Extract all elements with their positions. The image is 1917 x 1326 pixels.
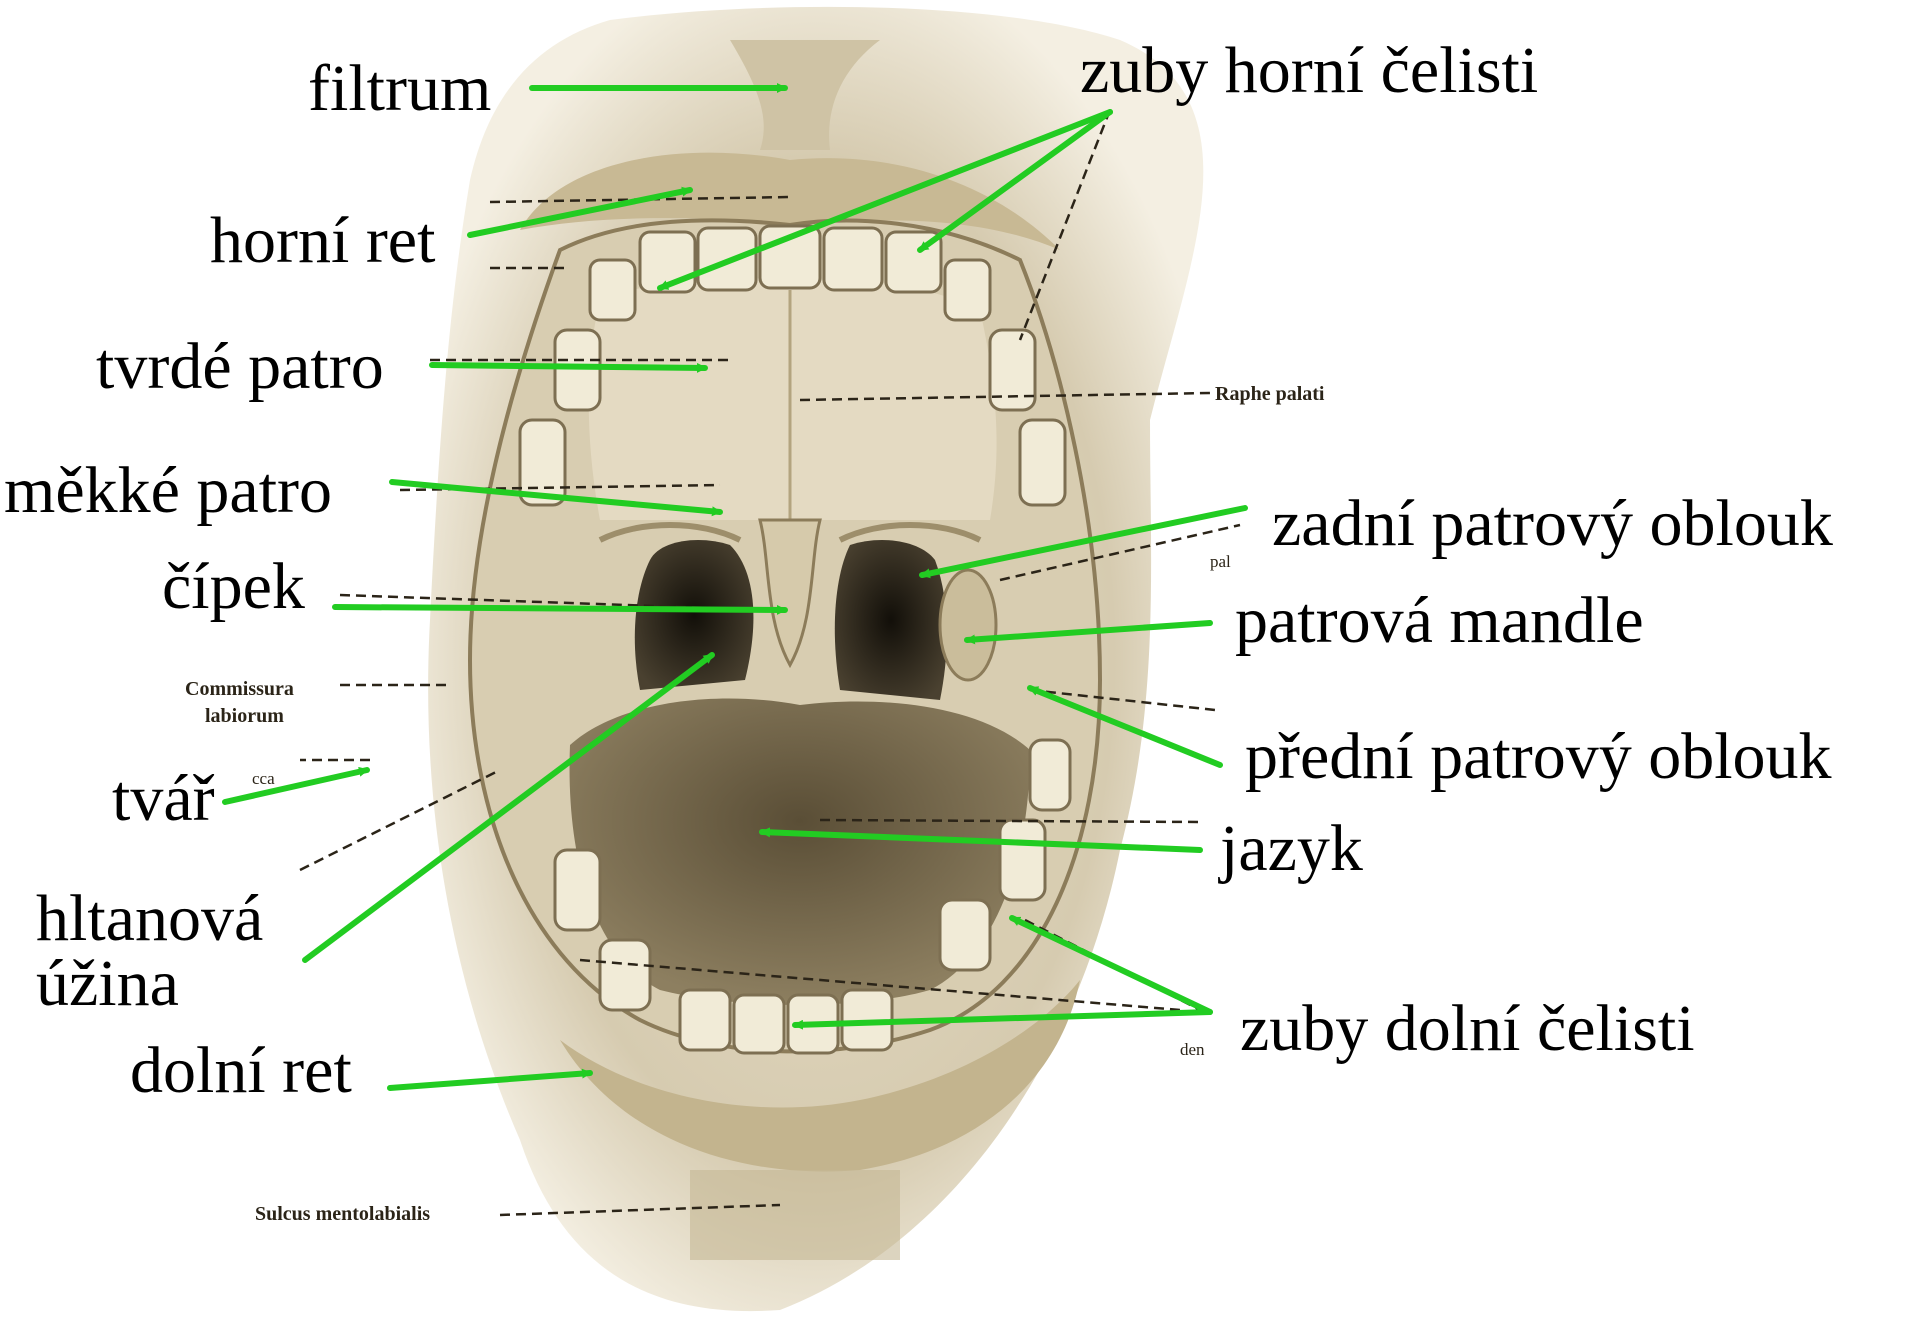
- arrow-tvrde-patro: [432, 365, 705, 368]
- throat-dark-right: [835, 540, 947, 700]
- label-horni-ret: horní ret: [210, 204, 435, 277]
- label-zadni-oblouk: zadní patrový oblouk: [1272, 487, 1833, 560]
- label-jazyk: jazyk: [1218, 812, 1363, 885]
- orig-label-cca: cca: [252, 769, 275, 788]
- label-tvar: tvář: [112, 762, 215, 835]
- label-cipek: čípek: [162, 550, 305, 623]
- orig-label-commissura-1: Commissura: [185, 678, 294, 700]
- chin-shadow: [690, 1170, 900, 1260]
- label-predni-oblouk: přední patrový oblouk: [1245, 720, 1832, 793]
- orig-label-sulcus: Sulcus mentolabialis: [255, 1203, 430, 1225]
- label-zuby-horni: zuby horní čelisti: [1080, 34, 1538, 107]
- orig-label-raphe: Raphe palati: [1215, 383, 1325, 405]
- arrow-tvar: [225, 770, 367, 802]
- label-patrova-mandle: patrová mandle: [1235, 584, 1644, 657]
- label-mekke-patro: měkké patro: [4, 454, 332, 527]
- orig-label-pal: pal: [1210, 552, 1231, 571]
- label-hltanova-uzina-2: úžina: [36, 947, 179, 1020]
- label-dolni-ret: dolní ret: [130, 1034, 352, 1107]
- label-hltanova-uzina-1: hltanová: [36, 882, 263, 955]
- orig-label-commissura-2: labiorum: [205, 705, 284, 727]
- label-filtrum: filtrum: [308, 52, 491, 125]
- arrow-cipek: [335, 607, 785, 610]
- label-tvrde-patro: tvrdé patro: [96, 330, 384, 403]
- palate-shape: [589, 278, 997, 520]
- tonsil-shape: [940, 570, 996, 680]
- orig-label-den: den: [1180, 1040, 1205, 1059]
- label-zuby-dolni: zuby dolní čelisti: [1240, 992, 1695, 1065]
- face-illustration: [428, 7, 1203, 1311]
